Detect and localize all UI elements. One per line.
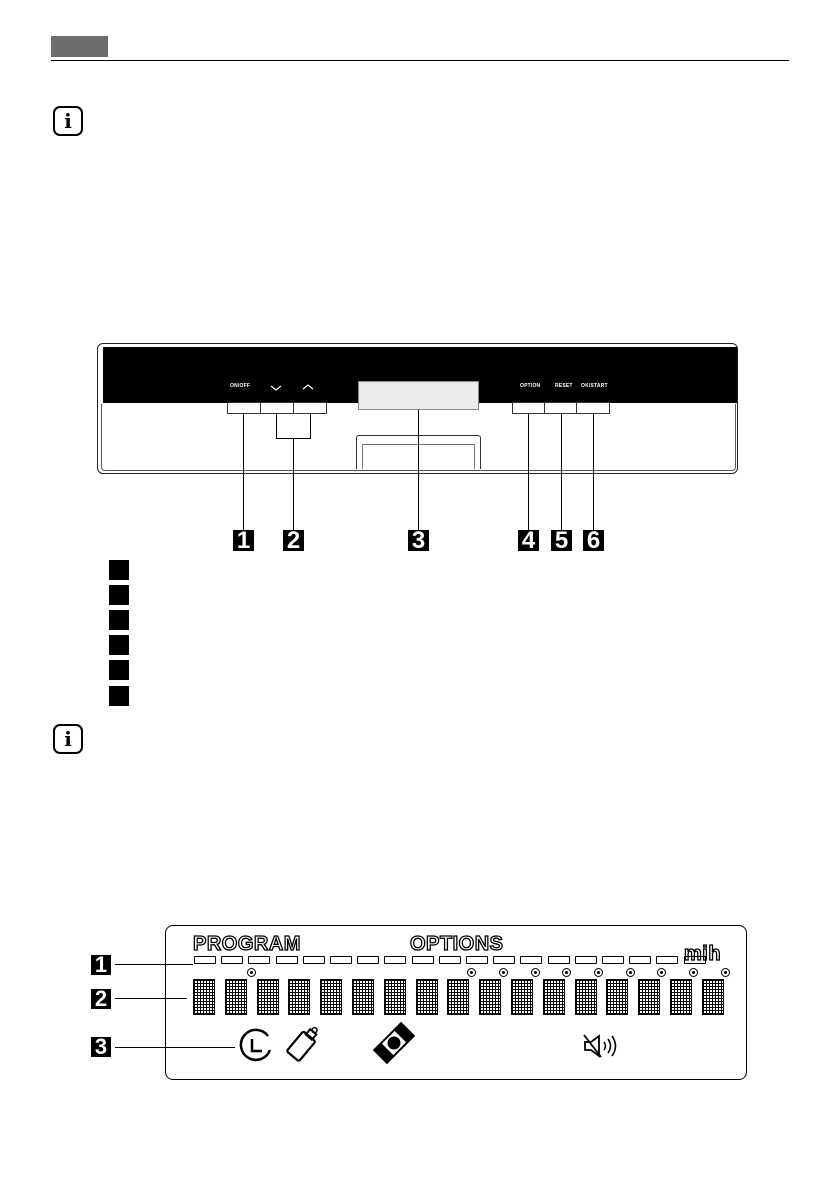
rinse-aid-icon <box>372 1021 416 1065</box>
digit-dot <box>467 968 476 977</box>
dot-matrix-cell <box>701 979 724 1015</box>
display-leader-line-1 <box>115 964 193 965</box>
option-indicator-segment <box>493 956 516 964</box>
digit-dot <box>499 968 508 977</box>
callout-badge-4: 4 <box>518 528 539 552</box>
dot-matrix-cell <box>447 979 470 1015</box>
option-label: OPTION <box>520 383 541 389</box>
digit-dot <box>562 968 571 977</box>
info-icon: i <box>53 724 83 754</box>
option-indicator-segment <box>466 956 488 964</box>
display-leader-line-2 <box>115 998 187 999</box>
option-indicator-segment <box>629 956 652 964</box>
on-off-button[interactable] <box>227 402 261 414</box>
option-indicator-segment <box>547 956 570 964</box>
time-units-label: mih <box>683 943 722 965</box>
lcd-display-illustration <box>165 925 747 1080</box>
option-indicator-segment <box>248 956 271 964</box>
option-indicator-segment <box>357 956 380 964</box>
dot-matrix-cell <box>224 979 247 1015</box>
callout-badge-1: 1 <box>233 528 254 552</box>
callout-badge-6: 6 <box>583 528 604 552</box>
dot-matrix-cell <box>511 979 533 1015</box>
option-indicator-segment <box>330 956 352 964</box>
display-leader-line-3 <box>115 1047 235 1048</box>
dot-matrix-cell <box>638 979 661 1015</box>
option-indicator-segment <box>574 956 597 964</box>
legend-marker-4 <box>109 635 129 655</box>
down-button[interactable] <box>260 402 294 414</box>
chevron-down-icon <box>270 385 282 391</box>
option-indicator-segment <box>438 956 461 964</box>
leader-line-3 <box>418 410 419 530</box>
on-off-label: ON/OFF <box>230 383 251 389</box>
display-callout-badge-3: 3 <box>91 1036 111 1058</box>
option-indicator-segment <box>275 956 298 964</box>
leader-line-2d <box>293 438 294 530</box>
dot-matrix-cell <box>320 979 343 1015</box>
option-indicator-segment <box>194 956 216 964</box>
option-indicator-segment <box>520 956 543 964</box>
leader-line-1 <box>243 414 244 530</box>
ok-start-button[interactable] <box>576 402 610 414</box>
dot-matrix-cell <box>383 979 406 1015</box>
dot-matrix-cell <box>574 979 597 1015</box>
display-callout-badge-2: 2 <box>91 988 111 1010</box>
leader-line-2b <box>310 414 311 438</box>
dot-matrix-cell <box>415 979 438 1015</box>
callout-badge-3: 3 <box>408 528 429 552</box>
leader-line-6 <box>593 414 594 530</box>
dot-matrix-cell <box>606 979 629 1015</box>
legend-marker-2 <box>109 585 129 605</box>
option-indicator-segment <box>602 956 624 964</box>
dot-matrix-cell <box>288 979 311 1015</box>
digit-dot <box>594 968 603 977</box>
leader-line-5 <box>561 414 562 530</box>
sound-off-icon <box>583 1034 617 1058</box>
callout-badge-5: 5 <box>551 528 572 552</box>
clock-icon <box>239 1028 272 1062</box>
digit-dot <box>531 968 540 977</box>
options-label: OPTIONS <box>409 933 504 955</box>
dot-matrix-cell <box>193 979 215 1015</box>
dot-matrix-cell <box>479 979 502 1015</box>
leader-line-4 <box>528 414 529 530</box>
up-button[interactable] <box>293 402 327 414</box>
display-window <box>358 381 479 410</box>
dot-matrix-cell <box>256 979 279 1015</box>
option-indicator-segment <box>384 956 407 964</box>
option-indicator-segment <box>221 956 244 964</box>
header-tab <box>51 36 108 57</box>
digit-dot <box>247 968 256 977</box>
legend-marker-1 <box>109 560 129 580</box>
info-icon: i <box>53 106 83 136</box>
option-indicator-segment <box>656 956 679 964</box>
dot-matrix-cell <box>352 979 374 1015</box>
option-indicator-segment <box>302 956 325 964</box>
salt-tag-icon <box>286 1026 318 1062</box>
digit-dot <box>689 968 698 977</box>
option-indicator-segment <box>411 956 434 964</box>
option-button[interactable] <box>512 402 545 414</box>
display-callout-badge-1: 1 <box>91 954 111 976</box>
callout-badge-2: 2 <box>283 528 304 552</box>
option-indicator-segment <box>683 956 706 964</box>
dot-matrix-cell <box>542 979 565 1015</box>
digit-dot <box>626 968 635 977</box>
leader-line-2a <box>276 414 277 438</box>
digit-dot <box>721 968 730 977</box>
legend-marker-3 <box>109 610 129 630</box>
legend-marker-6 <box>109 686 129 706</box>
reset-label: RESET <box>555 383 573 389</box>
chevron-up-icon <box>302 384 314 390</box>
ok-start-label: OK/START <box>581 383 608 389</box>
program-label: PROGRAM <box>192 933 301 955</box>
digit-dot <box>657 968 666 977</box>
dot-matrix-cell <box>670 979 692 1015</box>
reset-button[interactable] <box>544 402 577 414</box>
header-rule <box>51 60 789 61</box>
legend-marker-5 <box>109 660 129 680</box>
